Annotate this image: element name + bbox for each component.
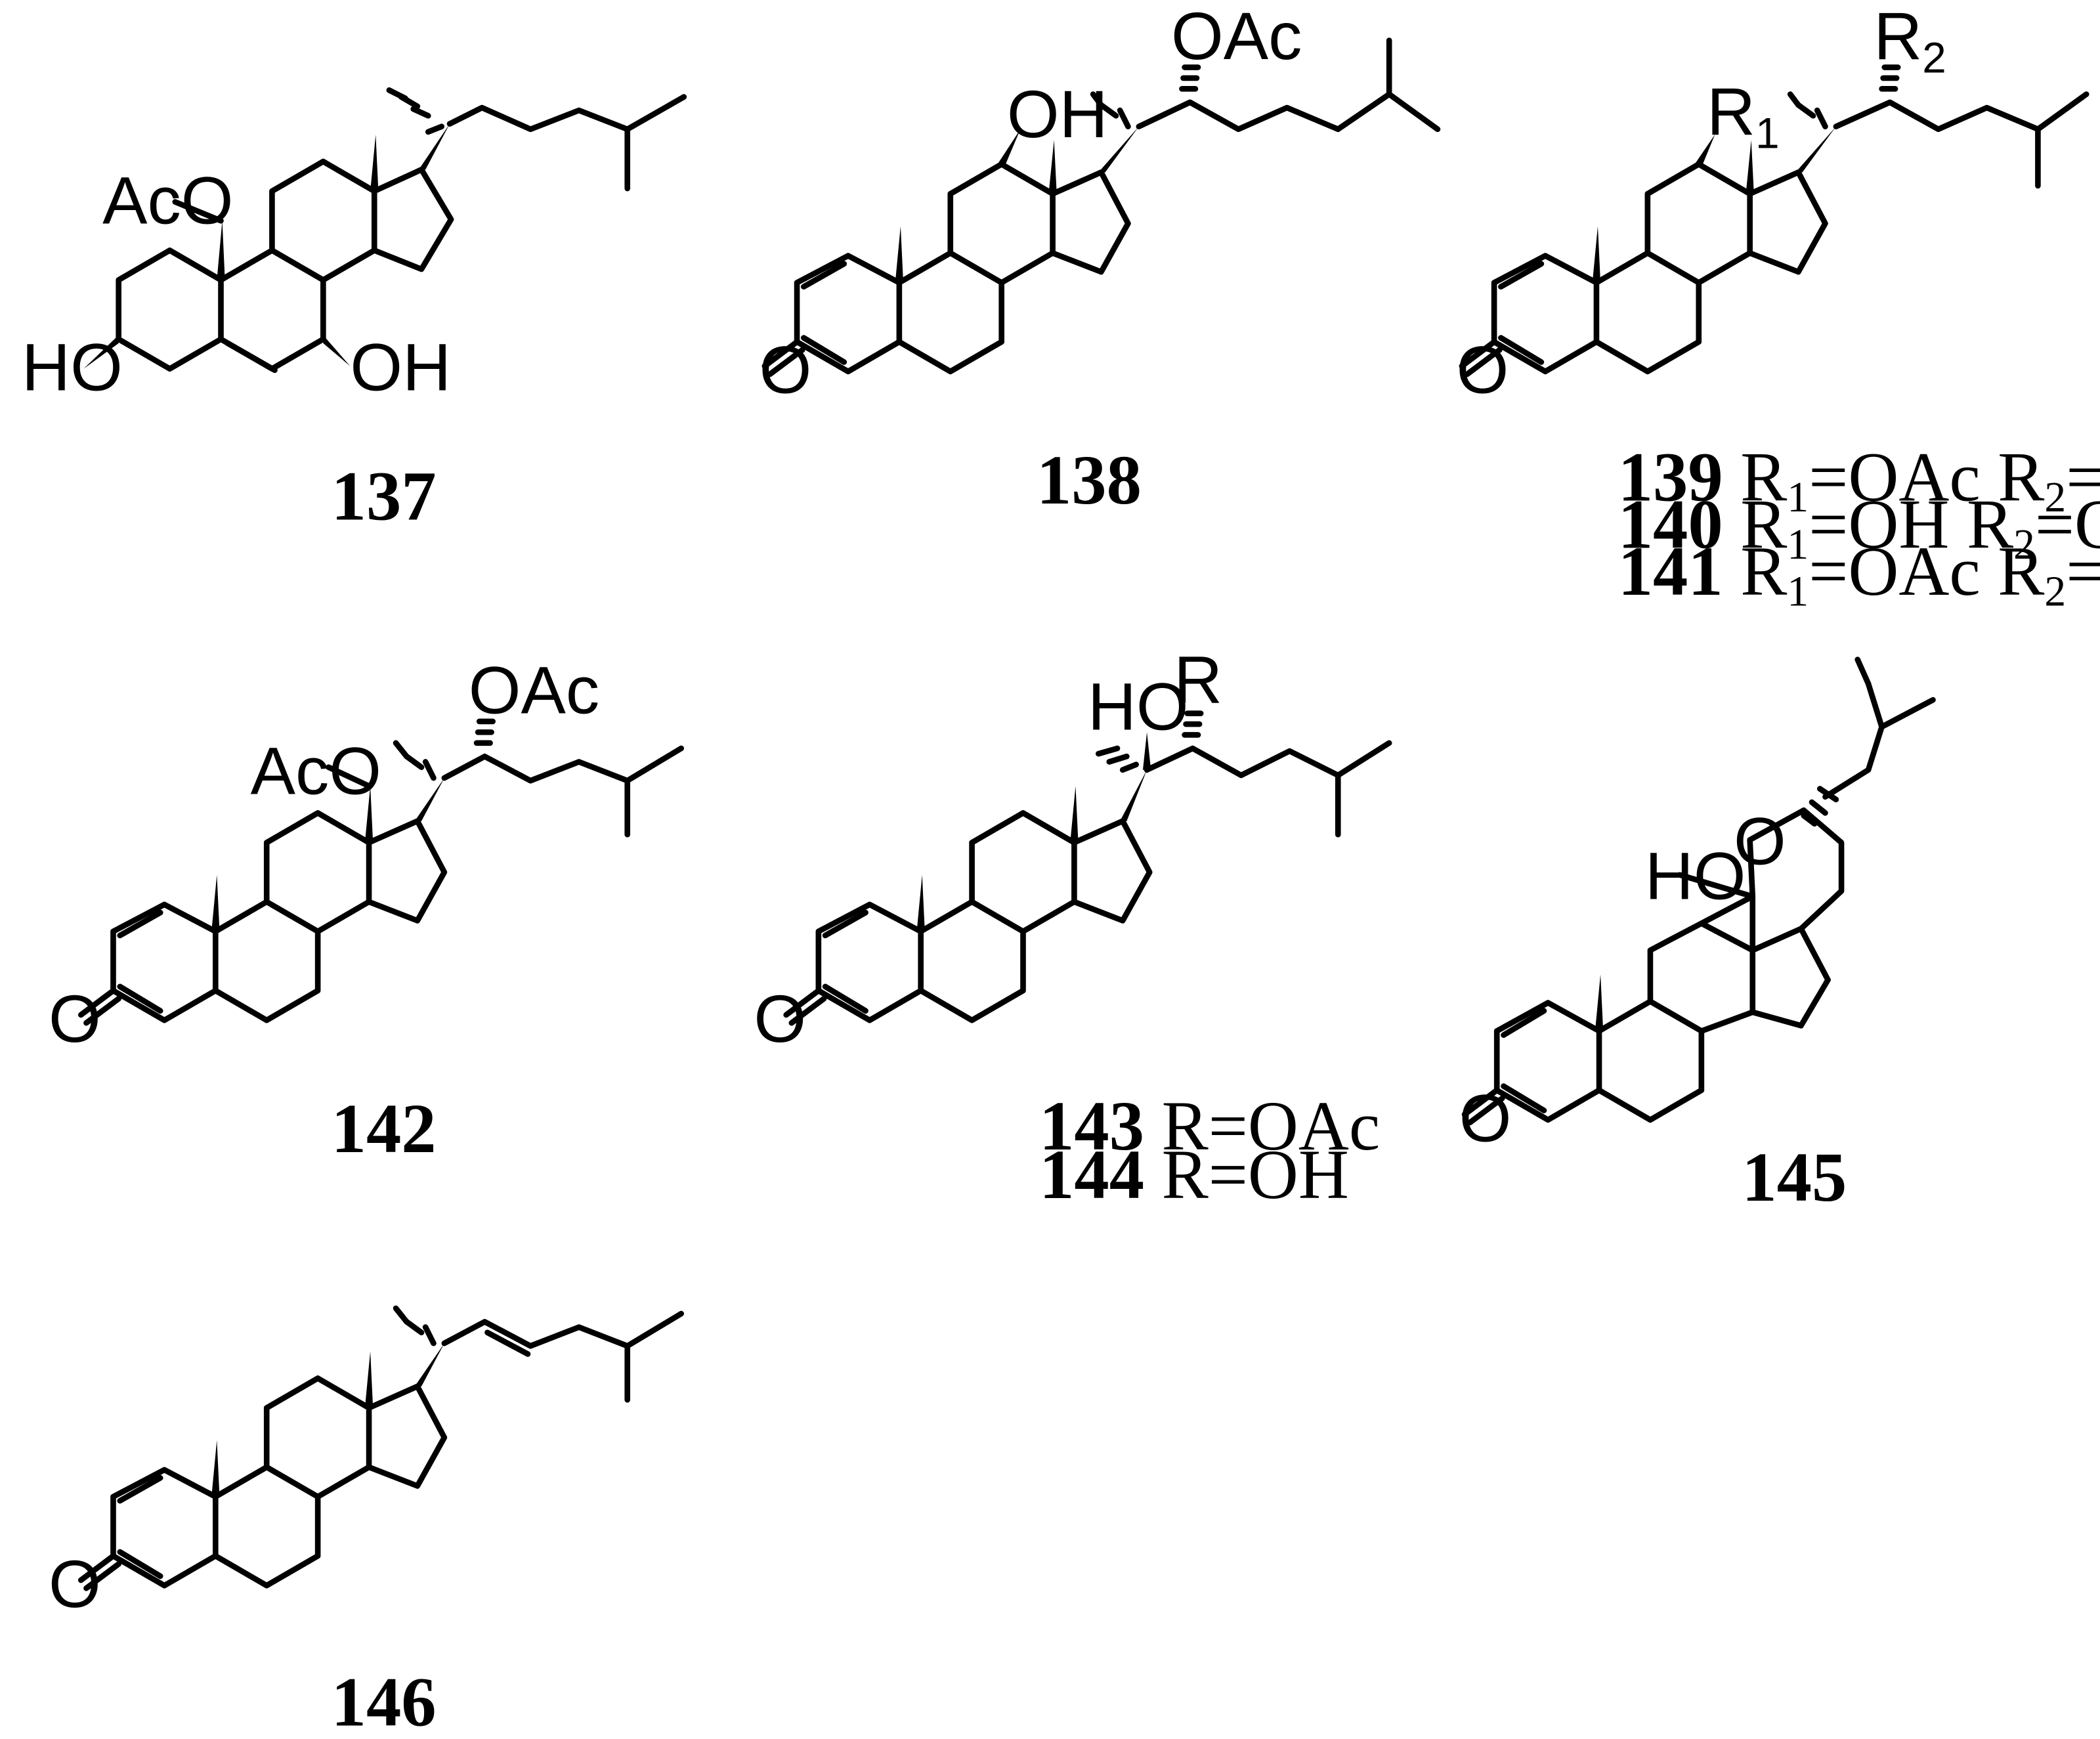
label-o-3: O [49, 1546, 101, 1621]
label-o-3: O [1459, 1081, 1512, 1156]
caption-144: 144 R=OH [1039, 1136, 1349, 1214]
label-oac-22: OAc [1171, 0, 1302, 74]
label-r-22: R [1174, 641, 1222, 717]
caption-141: 141 R1=OAc R2=OAc [1618, 533, 2100, 615]
label-ho-3: HO [22, 330, 123, 405]
label-o-3: O [49, 981, 101, 1056]
caption-142: 142 [332, 1090, 437, 1168]
caption-137: 137 [332, 458, 437, 535]
structure-142: AcO OAc O [49, 653, 685, 1056]
label-ho: HO [1645, 838, 1746, 914]
structure-146: O [49, 1305, 685, 1621]
label-r2: R2 [1874, 0, 1946, 82]
label-o-3: O [754, 981, 806, 1056]
label-o-ring: O [1734, 803, 1786, 878]
label-oh-7: OH [350, 330, 451, 405]
structure-145: HO O O [1459, 656, 1936, 1156]
label-oh-12: OH [1007, 76, 1108, 152]
label-ho-20: HO [1088, 668, 1189, 744]
label-oac-22: OAc [469, 653, 599, 728]
caption-138: 138 [1037, 442, 1142, 519]
caption-146: 146 [332, 1664, 437, 1739]
caption-139: 139 R1=OAc R2=OH [1618, 439, 2100, 521]
label-r1: R1 [1707, 74, 1780, 158]
label-aco: AcO [102, 162, 233, 238]
label-o-3: O [760, 332, 812, 408]
label-aco: AcO [251, 733, 381, 809]
structure-143-144: HO R O [754, 641, 1392, 1056]
structure-138: OH OAc O [760, 0, 1441, 408]
caption-145: 145 [1742, 1139, 1847, 1216]
label-o-3: O [1457, 332, 1509, 408]
caption-140: 140 R1=OH R2=OAc [1618, 486, 2100, 568]
structure-139-141: R1 R2 O [1457, 0, 2089, 408]
caption-143: 143 R=OAc [1039, 1088, 1380, 1165]
structure-137: AcO HO OH [22, 87, 687, 405]
